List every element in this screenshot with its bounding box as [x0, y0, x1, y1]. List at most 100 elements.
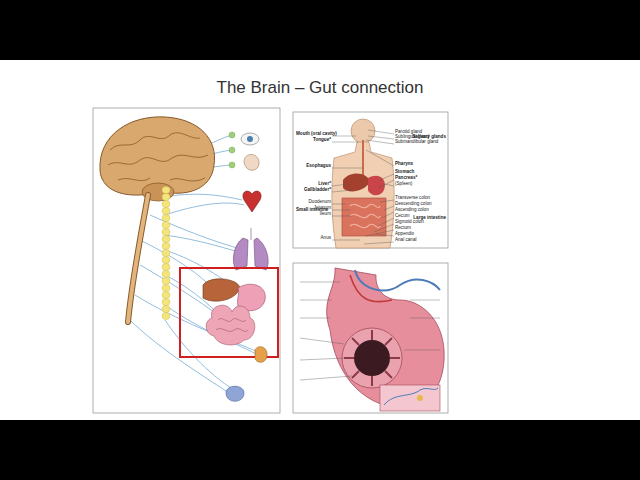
sympathetic-chain — [162, 207, 170, 214]
leader-line — [366, 140, 394, 144]
stomach-section — [380, 385, 440, 411]
part-label: Parotid gland — [395, 130, 422, 135]
leader-line — [332, 210, 350, 211]
part-label: Anal canal — [395, 238, 416, 243]
ganglion — [229, 162, 235, 168]
heart — [243, 191, 261, 212]
lungs — [254, 238, 268, 270]
body-figure — [350, 204, 380, 227]
part-label: Esophagus — [306, 164, 331, 169]
leader-line — [380, 174, 394, 180]
part-label: Sigmoid colon — [395, 220, 424, 225]
part-label: Jejunum — [314, 206, 331, 211]
part-label: Tongue* — [313, 138, 331, 143]
body-figure — [351, 119, 375, 143]
part-label: Large intestine — [413, 216, 446, 221]
sympathetic-chain — [162, 284, 170, 291]
sympathetic-chain — [162, 305, 170, 312]
highlight-box — [180, 268, 278, 357]
body-figure — [368, 176, 385, 196]
leader-line — [300, 282, 440, 380]
leader-line — [332, 130, 394, 244]
digestive-organs — [216, 319, 248, 332]
part-label: Ascending colon — [395, 208, 429, 213]
part-label: Gallbladder* — [304, 188, 331, 193]
sympathetic-chain — [162, 249, 170, 256]
leader-line — [382, 212, 394, 218]
part-label: Mouth (oral cavity) — [296, 132, 337, 137]
leader-line — [378, 180, 394, 188]
part-label: Ileum — [320, 212, 331, 217]
heart — [243, 191, 261, 212]
leader-line — [384, 184, 394, 186]
sympathetic-chain — [162, 193, 170, 200]
sympathetic-chain — [162, 242, 170, 249]
leader-line — [332, 184, 348, 186]
leader-line — [300, 282, 340, 283]
sympathetic-chain — [162, 200, 170, 207]
leader-line — [380, 200, 394, 202]
spinal-cord — [128, 195, 148, 322]
eye — [241, 133, 259, 145]
sympathetic-chain — [162, 312, 170, 319]
body-figure — [362, 140, 364, 175]
part-label: Appendix — [395, 232, 414, 237]
leader-line — [300, 318, 330, 319]
leader-line — [364, 242, 394, 244]
part-label: Stomach — [395, 170, 414, 175]
sympathetic-chain — [162, 186, 170, 193]
eye — [247, 136, 253, 142]
stomach-section — [327, 268, 444, 411]
leader-line — [368, 136, 394, 139]
part-label: Salivary glands — [412, 135, 446, 140]
nerve-line — [165, 203, 244, 215]
stomach-section — [350, 275, 392, 302]
stomach-section — [354, 340, 390, 376]
sympathetic-chain — [162, 235, 170, 242]
stomach-section — [355, 270, 440, 290]
sympathetic-chain — [162, 214, 170, 221]
digestive-organs — [203, 279, 240, 301]
part-label: Liver* — [318, 182, 331, 187]
bladder — [226, 386, 244, 401]
spinal-cord — [128, 195, 148, 322]
sympathetic-chain — [162, 228, 170, 235]
ganglion — [229, 132, 235, 168]
panel-frame — [293, 263, 448, 413]
digestive-organs — [203, 279, 265, 345]
leader-line — [404, 350, 440, 351]
part-label: Pancreas* — [395, 176, 417, 181]
leader-line — [300, 338, 344, 344]
part-label: Cecum — [395, 214, 410, 219]
brain — [108, 155, 208, 165]
stomach-section — [417, 395, 423, 401]
leader-line — [300, 358, 346, 360]
leader-line — [376, 234, 394, 236]
part-label: Pharynx — [395, 162, 413, 167]
stomach-section — [342, 328, 402, 388]
sympathetic-chain — [162, 270, 170, 277]
sympathetic-chain — [162, 298, 170, 305]
lungs — [251, 228, 252, 240]
part-label: Transverse colon — [395, 196, 430, 201]
nerve-line — [150, 194, 242, 200]
leader-line — [332, 142, 358, 143]
highlight-box — [180, 268, 278, 357]
leader-line — [410, 300, 440, 301]
leader-line — [300, 376, 352, 380]
sympathetic-chain — [162, 263, 170, 270]
sympathetic-chain — [162, 186, 170, 319]
ganglion — [229, 132, 235, 138]
leader-line — [332, 168, 362, 169]
slide-title: The Brain – Gut connection — [0, 78, 640, 98]
leader-line — [366, 150, 394, 166]
leader-line — [366, 230, 394, 236]
part-label: Rectum — [395, 226, 411, 231]
panel-frame — [93, 108, 448, 413]
nerve-line — [150, 215, 245, 250]
sympathetic-chain — [162, 291, 170, 298]
body-figure — [332, 119, 394, 248]
kidney — [255, 347, 267, 363]
gland — [244, 155, 259, 171]
stomach-section — [384, 388, 438, 405]
